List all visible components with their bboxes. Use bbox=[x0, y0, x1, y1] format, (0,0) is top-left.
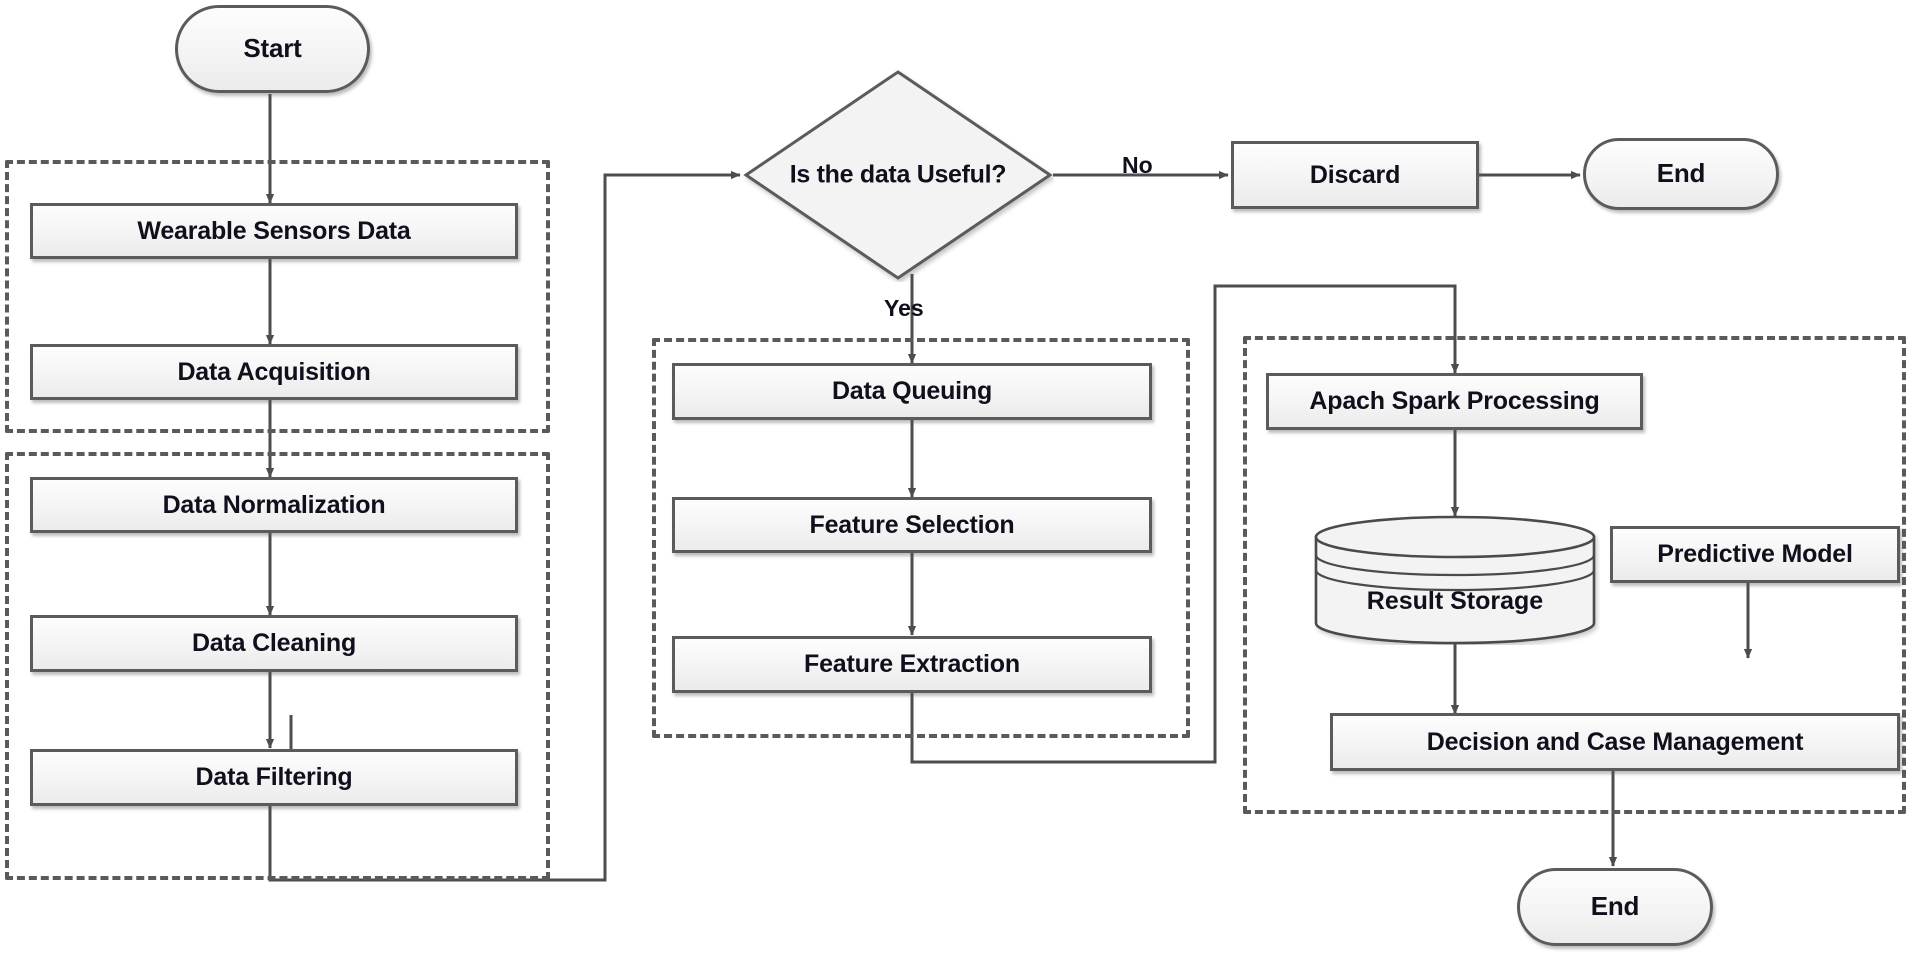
node-result-storage[interactable]: Result Storage bbox=[1310, 515, 1600, 645]
feature-engineering-group bbox=[652, 338, 1190, 738]
node-data-filtering[interactable]: Data Filtering bbox=[30, 749, 518, 806]
node-label: Data Filtering bbox=[195, 763, 353, 792]
node-data-queuing[interactable]: Data Queuing bbox=[672, 363, 1152, 420]
node-label: Data Queuing bbox=[831, 377, 993, 406]
node-data-normalization[interactable]: Data Normalization bbox=[30, 477, 518, 533]
node-data-cleaning[interactable]: Data Cleaning bbox=[30, 615, 518, 672]
decision-is-data-useful[interactable]: Is the data Useful? bbox=[742, 68, 1054, 282]
node-discard[interactable]: Discard bbox=[1231, 141, 1479, 209]
node-label: Wearable Sensors Data bbox=[137, 216, 411, 245]
start-terminator[interactable]: Start bbox=[175, 5, 370, 93]
database-cylinder-icon bbox=[1314, 515, 1596, 645]
node-label: Apach Spark Processing bbox=[1309, 387, 1600, 416]
node-predictive-model[interactable]: Predictive Model bbox=[1610, 526, 1900, 583]
decision-label: Is the data Useful? bbox=[789, 160, 1007, 189]
node-label: Decision and Case Management bbox=[1426, 727, 1804, 756]
edge-label-yes: Yes bbox=[884, 295, 924, 321]
node-decision-and-case-management[interactable]: Decision and Case Management bbox=[1330, 713, 1900, 771]
node-label: Data Normalization bbox=[162, 490, 386, 519]
node-feature-extraction[interactable]: Feature Extraction bbox=[672, 636, 1152, 693]
analytics-group bbox=[1243, 336, 1906, 814]
data-acquisition-group bbox=[5, 160, 550, 433]
node-label: Feature Selection bbox=[809, 510, 1015, 539]
node-label: Feature Extraction bbox=[804, 650, 1020, 679]
node-label: Result Storage bbox=[1366, 587, 1544, 615]
node-label: Data Acquisition bbox=[177, 357, 371, 386]
node-label: Data Cleaning bbox=[191, 629, 357, 658]
node-label: Discard bbox=[1309, 160, 1401, 189]
data-preprocessing-group bbox=[5, 452, 550, 880]
end-terminator-discard[interactable]: End bbox=[1583, 138, 1779, 210]
end-label: End bbox=[1656, 158, 1706, 189]
node-wearable-sensors-data[interactable]: Wearable Sensors Data bbox=[30, 203, 518, 259]
edge-label-no: No bbox=[1122, 152, 1153, 178]
end-terminator-final[interactable]: End bbox=[1517, 868, 1713, 946]
node-label: Predictive Model bbox=[1657, 540, 1853, 569]
node-apach-spark-processing[interactable]: Apach Spark Processing bbox=[1266, 373, 1643, 430]
end-label: End bbox=[1590, 891, 1640, 922]
node-data-acquisition[interactable]: Data Acquisition bbox=[30, 344, 518, 400]
node-feature-selection[interactable]: Feature Selection bbox=[672, 497, 1152, 553]
start-label: Start bbox=[243, 33, 302, 64]
